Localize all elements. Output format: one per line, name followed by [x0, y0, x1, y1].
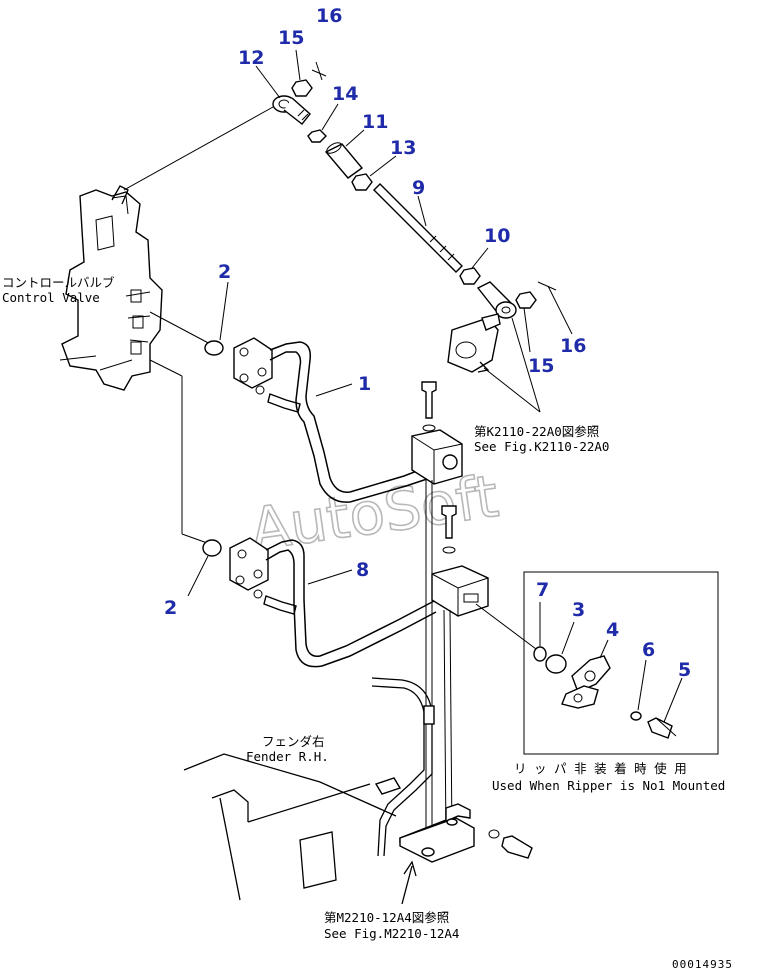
cap-3 [545, 654, 567, 674]
bolt-vertical-upper [421, 381, 437, 432]
oring-2-lower [202, 539, 222, 557]
ref-k2110-label-jp: 第K2110-22A0図参照 [474, 424, 599, 439]
bolt-lower [253, 589, 297, 615]
part-number-15-top: 15 [278, 27, 304, 49]
watermark: AutoSoft [246, 462, 502, 564]
part-number-14: 14 [332, 83, 358, 105]
nut-14 [307, 129, 327, 143]
part-number-7: 7 [536, 579, 549, 601]
flange-lower [229, 537, 269, 591]
block-upper [411, 429, 463, 485]
part-number-15-right: 15 [528, 355, 554, 377]
fender-label-en: Fender R.H. [246, 749, 329, 764]
leader-lines [187, 49, 683, 723]
part-number-3: 3 [572, 599, 585, 621]
part-number-9: 9 [412, 177, 425, 199]
pipe-8 [265, 539, 437, 668]
part-number-8: 8 [356, 559, 369, 581]
flange-upper [233, 337, 273, 389]
part-number-1: 1 [358, 373, 371, 395]
fender-label-jp: フェンダ右 [262, 734, 325, 749]
part-number-10: 10 [484, 225, 510, 247]
lever-arm [447, 313, 501, 373]
part-number-5: 5 [678, 659, 691, 681]
rod-end-12 [272, 95, 311, 125]
nut-15-top [291, 79, 313, 97]
control-valve [59, 185, 163, 391]
part-number-2-lower: 2 [164, 597, 177, 619]
part-number-16-right: 16 [560, 335, 586, 357]
part-number-4: 4 [606, 619, 619, 641]
bolt-bracket [488, 829, 533, 859]
control-valve-label-en: Control Valve [2, 290, 100, 305]
washer-6 [630, 711, 642, 721]
ref-k2110-label-en: See Fig.K2110-22A0 [474, 439, 609, 454]
part-numbers: 16 15 12 14 11 13 9 10 16 15 2 1 8 2 7 3… [164, 5, 691, 681]
oring-2-upper [204, 340, 224, 356]
rod-9 [373, 183, 463, 273]
bolt-upper [255, 385, 301, 413]
nut-13 [351, 173, 373, 191]
part-number-12: 12 [238, 47, 264, 69]
nut-15-lower [515, 291, 537, 309]
fender [183, 677, 435, 901]
drawing-number: 00014935 [672, 958, 733, 971]
oring-7 [533, 646, 547, 662]
ripper-label-en: Used When Ripper is No1 Mounted [492, 778, 725, 793]
bracket [399, 803, 475, 863]
rod-end-lower [476, 281, 517, 319]
part-number-11: 11 [362, 111, 388, 133]
sleeve-11 [324, 142, 364, 179]
ripper-label-jp: リ ッ パ 非 装 着 時 使 用 [514, 761, 687, 776]
bolt-vertical-lower [441, 505, 457, 554]
part-number-6: 6 [642, 639, 655, 661]
inset-box [523, 571, 719, 755]
bolt-5 [647, 717, 677, 739]
part-number-13: 13 [390, 137, 416, 159]
part-number-16-top: 16 [316, 5, 342, 27]
nut-10 [459, 267, 481, 285]
part-number-2-upper: 2 [218, 261, 231, 283]
ref-m2210-label-en: See Fig.M2210-12A4 [324, 926, 459, 941]
ref-m2210-label-jp: 第M2210-12A4図参照 [324, 910, 449, 925]
control-valve-label-jp: コントロールバルブ [2, 275, 115, 290]
clamp-4 [561, 655, 611, 709]
pipe-1 [269, 341, 431, 503]
block-lower [431, 565, 489, 617]
